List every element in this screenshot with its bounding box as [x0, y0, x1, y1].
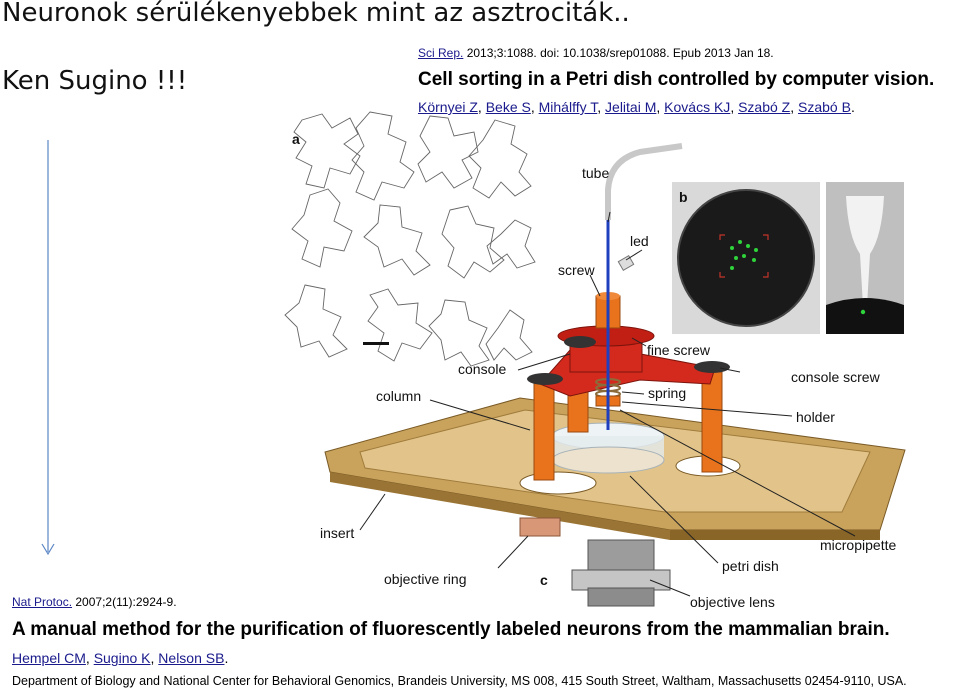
- label-holder: holder: [796, 409, 835, 425]
- bottom-citation-line: Nat Protoc. 2007;2(11):2924-9.: [12, 595, 177, 609]
- panel-c-label: c: [540, 572, 548, 588]
- top-authors: Környei Z, Beke S, Mihálffy T, Jelitai M…: [418, 99, 855, 115]
- slide-title: Neuronok sérülékenyebbek mint az asztroc…: [2, 0, 630, 28]
- author-link[interactable]: Beke S: [485, 99, 531, 115]
- label-column: column: [376, 388, 421, 404]
- top-citation-line: Sci Rep. 2013;3:1088. doi: 10.1038/srep0…: [418, 46, 774, 60]
- slide-subtitle: Ken Sugino !!!: [2, 66, 188, 96]
- author-link[interactable]: Hempel CM: [12, 650, 86, 666]
- panel-b-label: b: [679, 189, 688, 205]
- scale-bar: [363, 342, 389, 345]
- author-link[interactable]: Sugino K: [93, 650, 151, 666]
- bottom-paper-title: A manual method for the purification of …: [12, 619, 890, 640]
- top-journal-link[interactable]: Sci Rep.: [418, 46, 464, 60]
- bottom-journal-link[interactable]: Nat Protoc.: [12, 595, 73, 609]
- author-link[interactable]: Szabó B: [798, 99, 851, 115]
- label-console-screw: console screw: [791, 369, 881, 385]
- author-link[interactable]: Mihálffy T: [538, 99, 598, 115]
- author-link[interactable]: Környei Z: [418, 99, 478, 115]
- label-spring: spring: [648, 385, 686, 401]
- label-fine-screw: fine screw: [647, 342, 711, 358]
- author-link[interactable]: Jelitai M: [605, 99, 657, 115]
- label-console: console: [458, 361, 506, 377]
- label-petri-dish: petri dish: [722, 558, 779, 574]
- panel-a-label: a: [292, 131, 300, 147]
- author-link[interactable]: Kovács KJ: [664, 99, 731, 115]
- top-paper-title: Cell sorting in a Petri dish controlled …: [418, 69, 935, 90]
- bottom-authors: Hempel CM, Sugino K, Nelson SB.: [12, 650, 229, 666]
- down-arrow-icon: [41, 140, 55, 556]
- label-micropipette: micropipette: [820, 537, 896, 553]
- label-insert: insert: [320, 525, 354, 541]
- author-link[interactable]: Nelson SB: [158, 650, 225, 666]
- fluorescent-cells: [730, 240, 758, 270]
- top-citation: 2013;3:1088. doi: 10.1038/srep01088. Epu…: [466, 46, 774, 60]
- bottom-citation: 2007;2(11):2924-9.: [75, 595, 177, 609]
- author-link[interactable]: Szabó Z: [738, 99, 791, 115]
- apparatus-figure: a b: [284, 111, 906, 610]
- label-objective-lens: objective lens: [690, 594, 775, 610]
- label-tube: tube: [582, 165, 609, 181]
- label-led: led: [630, 233, 649, 249]
- affiliation: Department of Biology and National Cente…: [12, 674, 907, 688]
- label-screw: screw: [558, 262, 595, 278]
- label-objective-ring: objective ring: [384, 571, 467, 587]
- cell-outline-drawing: [284, 111, 536, 367]
